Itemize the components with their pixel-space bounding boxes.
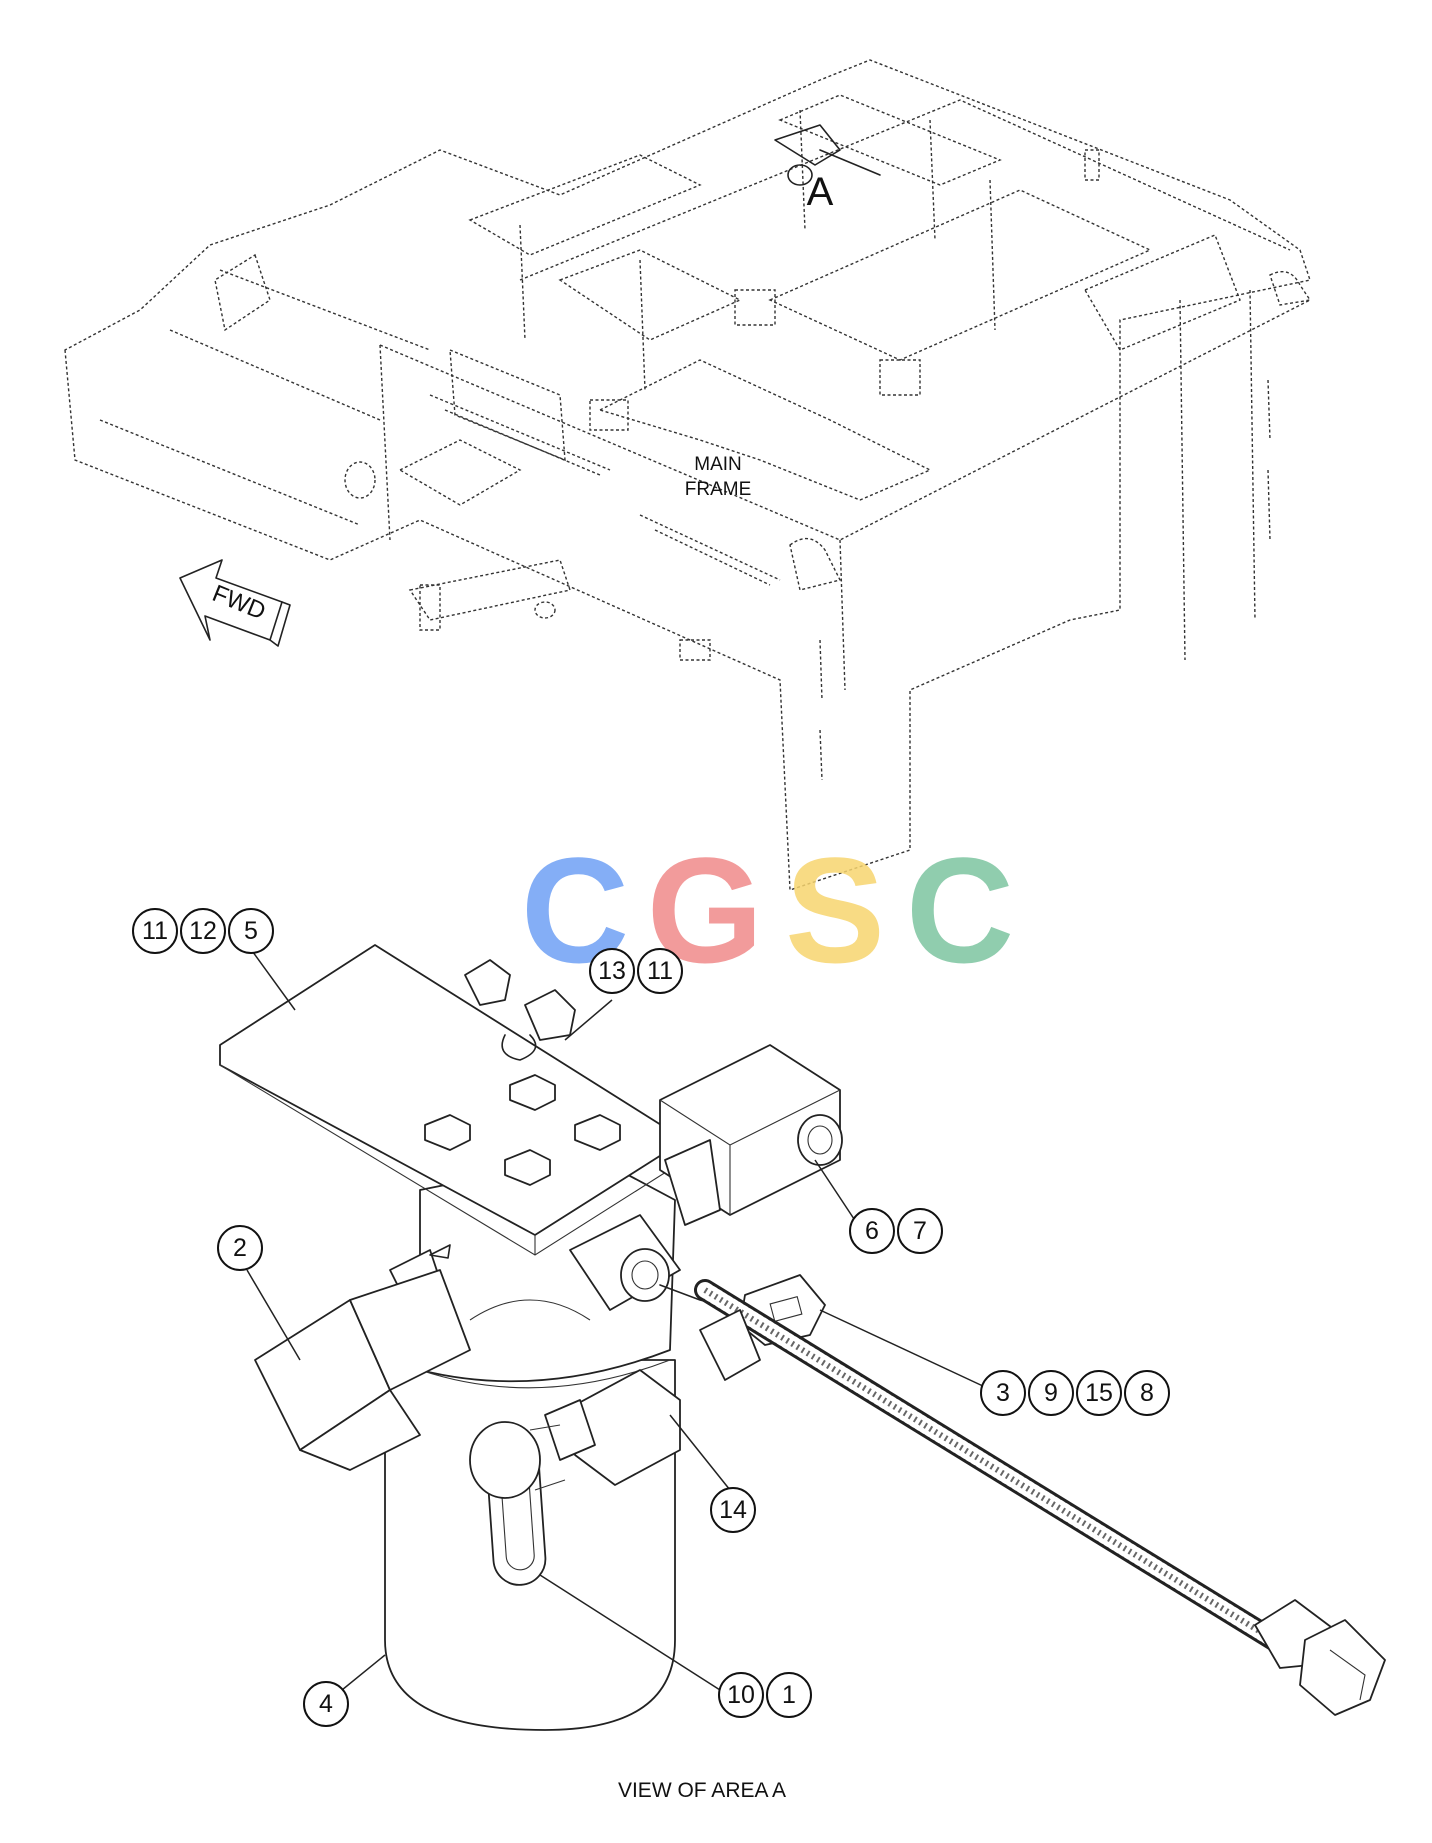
view-caption: VIEW OF AREA A	[618, 1779, 786, 1802]
callout-group-14: 14	[710, 1487, 756, 1533]
watermark-letter-3: S	[785, 826, 885, 994]
svg-text:9: 9	[1044, 1379, 1058, 1407]
callout-balloon-12: 12	[180, 908, 226, 954]
svg-text:15: 15	[1085, 1379, 1113, 1407]
callout-balloon-7: 7	[897, 1208, 943, 1254]
svg-text:2: 2	[233, 1234, 247, 1262]
svg-text:12: 12	[189, 917, 217, 945]
callout-balloon-10: 10	[718, 1672, 764, 1718]
drain-valve-body	[574, 1369, 681, 1486]
drain-valve-knob	[469, 1421, 541, 1499]
svg-text:11: 11	[142, 917, 168, 945]
svg-text:4: 4	[319, 1690, 333, 1718]
svg-text:7: 7	[913, 1217, 927, 1245]
callout-balloon-9: 9	[1028, 1370, 1074, 1416]
cgsc-watermark: C G S C	[521, 826, 1014, 994]
watermark-letter-4: C	[906, 826, 1014, 994]
callout-balloon-2: 2	[217, 1225, 263, 1271]
svg-text:5: 5	[244, 917, 258, 945]
svg-text:13: 13	[598, 957, 626, 985]
svg-text:6: 6	[865, 1217, 879, 1245]
callout-group-11-12-5: 11 12 5	[132, 908, 274, 954]
svg-text:10: 10	[727, 1681, 755, 1709]
callout-balloon-14: 14	[710, 1487, 756, 1533]
callout-balloon-4: 4	[303, 1681, 349, 1727]
svg-text:1: 1	[782, 1681, 796, 1709]
filter-assembly-drawing	[219, 944, 1386, 1731]
main-frame-label-line2: FRAME	[685, 479, 752, 500]
callout-group-10-1: 10 1	[718, 1672, 812, 1718]
callout-group-4: 4	[303, 1681, 349, 1727]
callout-balloon-8: 8	[1124, 1370, 1170, 1416]
callout-balloon-5: 5	[228, 908, 274, 954]
callout-group-2: 2	[217, 1225, 263, 1271]
leader-lines	[246, 947, 986, 1704]
svg-text:8: 8	[1140, 1379, 1154, 1407]
callout-group-13-11: 13 11	[589, 948, 683, 994]
area-a-marker: A	[807, 170, 834, 214]
callout-balloon-15: 15	[1076, 1370, 1122, 1416]
mounting-plate	[219, 944, 686, 1236]
main-frame-label-line1: MAIN	[694, 454, 742, 475]
forward-arrow: FWD	[179, 559, 291, 647]
callout-balloon-13: 13	[589, 948, 635, 994]
callout-balloon-6: 6	[849, 1208, 895, 1254]
callout-balloon-3: 3	[980, 1370, 1026, 1416]
callout-group-3-9-15-8: 3 9 15 8	[980, 1370, 1170, 1416]
callout-balloon-11-b: 11	[637, 948, 683, 994]
svg-text:14: 14	[719, 1496, 747, 1524]
filter-head	[419, 1159, 676, 1383]
callout-balloon-1: 1	[766, 1672, 812, 1718]
main-frame-drawing: A MAIN FRAME	[64, 59, 1312, 891]
svg-text:11: 11	[647, 957, 673, 985]
callout-balloon-11: 11	[132, 908, 178, 954]
callout-group-6-7: 6 7	[849, 1208, 943, 1254]
mounting-bolts	[424, 1074, 621, 1186]
svg-text:3: 3	[996, 1379, 1010, 1407]
